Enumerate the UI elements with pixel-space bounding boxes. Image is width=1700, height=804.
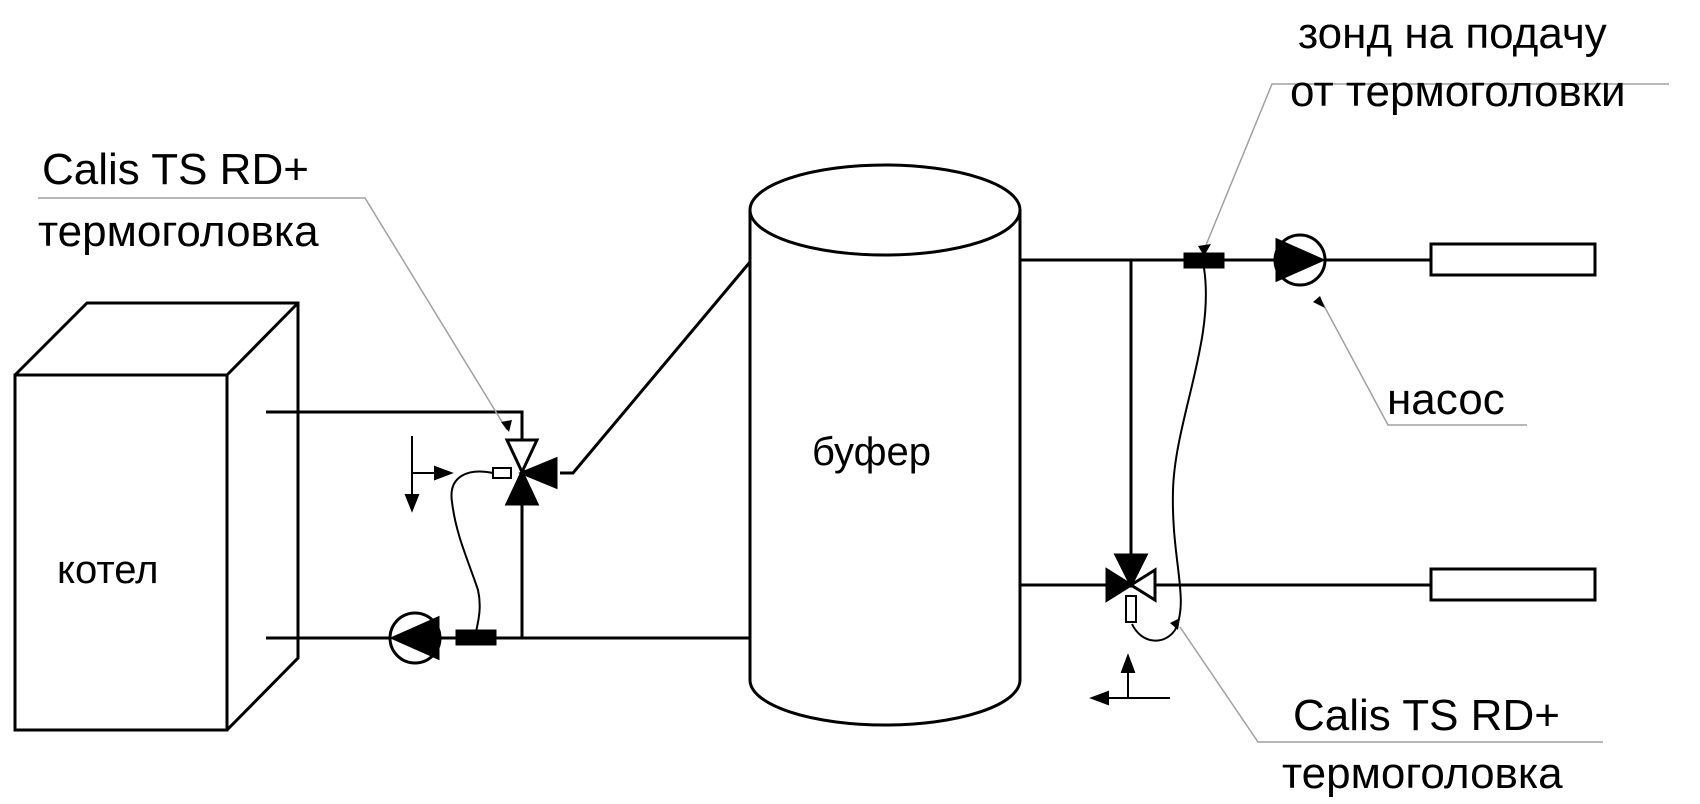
thermo-head-icon [1125,595,1137,623]
valve-left-subtitle: термоголовка [38,207,319,256]
cylinder-tank-icon [748,163,1022,727]
three-way-valve-icon [504,438,558,506]
valve-left-title: Calis TS RD+ [42,145,309,194]
flow-arrows-icon [1089,653,1170,706]
valve-right-title: Calis TS RD+ [1293,691,1560,740]
pump-icon [388,611,442,665]
probe-sensor-icon [455,629,497,646]
boiler-box-icon [13,301,300,732]
leader-line [38,197,508,431]
heating-circuit-pipes [1020,258,1431,587]
capillary-line [450,470,494,633]
pump-label: насос [1387,375,1505,424]
flow-arrows-icon [404,436,454,513]
probe-label-line1: зонд на подачу [1298,9,1607,58]
leader-line [1203,83,1669,251]
boiler-circuit-pipes [266,261,752,640]
leader-line [1179,626,1603,743]
valve-right-subtitle: термоголовка [1282,749,1563,798]
boiler-label: котел [57,548,159,592]
leader-line [1321,301,1527,426]
capillary-line [1131,267,1207,642]
probe-label-line2: от термоголовки [1290,67,1626,116]
buffer-label: буфер [812,430,931,474]
thermo-head-icon [492,467,512,479]
radiator-icon [1429,242,1597,277]
three-way-valve-icon [1105,553,1157,603]
radiator-icon [1429,567,1597,602]
pump-icon [1273,233,1327,287]
